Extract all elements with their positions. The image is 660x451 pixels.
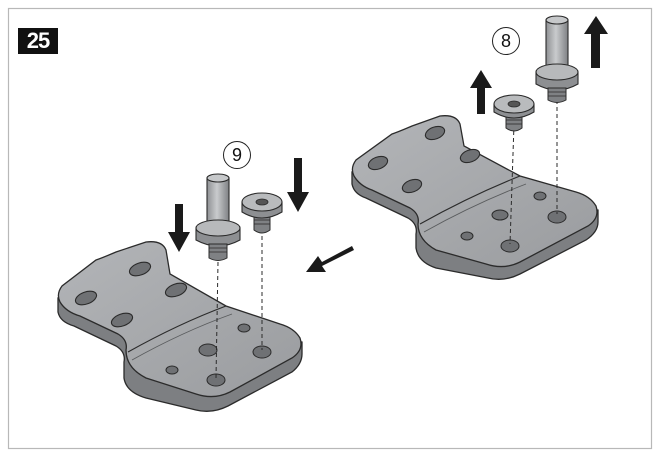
slot-hole (401, 178, 423, 194)
hole (547, 210, 567, 224)
arrow-up-icon (470, 70, 492, 114)
slot-hole (424, 125, 446, 141)
frame-border (7, 7, 653, 450)
pin-removed (535, 15, 579, 103)
callout-remove: 8 (492, 27, 520, 55)
hole (237, 323, 251, 333)
hole (491, 209, 509, 221)
slot-hole (459, 148, 481, 164)
slot-hole (367, 155, 389, 171)
slot-hole (74, 290, 98, 306)
slot-hole (110, 312, 134, 328)
hinge-plate-left (57, 241, 303, 412)
screw-removed (493, 94, 535, 132)
hole (198, 343, 218, 357)
hole (533, 191, 547, 201)
arrow-left-icon (306, 246, 354, 272)
arrow-down-icon (168, 204, 190, 252)
slot-hole (128, 261, 152, 277)
screw-installing (241, 192, 283, 234)
callout-install: 9 (223, 141, 251, 169)
step-number-badge: 25 (18, 28, 58, 54)
hinge-plate-right (351, 115, 599, 280)
arrow-down-icon (287, 158, 309, 212)
arrow-up-icon (584, 16, 608, 68)
slot-hole (164, 282, 188, 298)
hole (252, 345, 272, 359)
hole (500, 239, 520, 253)
hole (165, 365, 179, 375)
hole (460, 231, 474, 241)
pin-installing (195, 173, 241, 261)
